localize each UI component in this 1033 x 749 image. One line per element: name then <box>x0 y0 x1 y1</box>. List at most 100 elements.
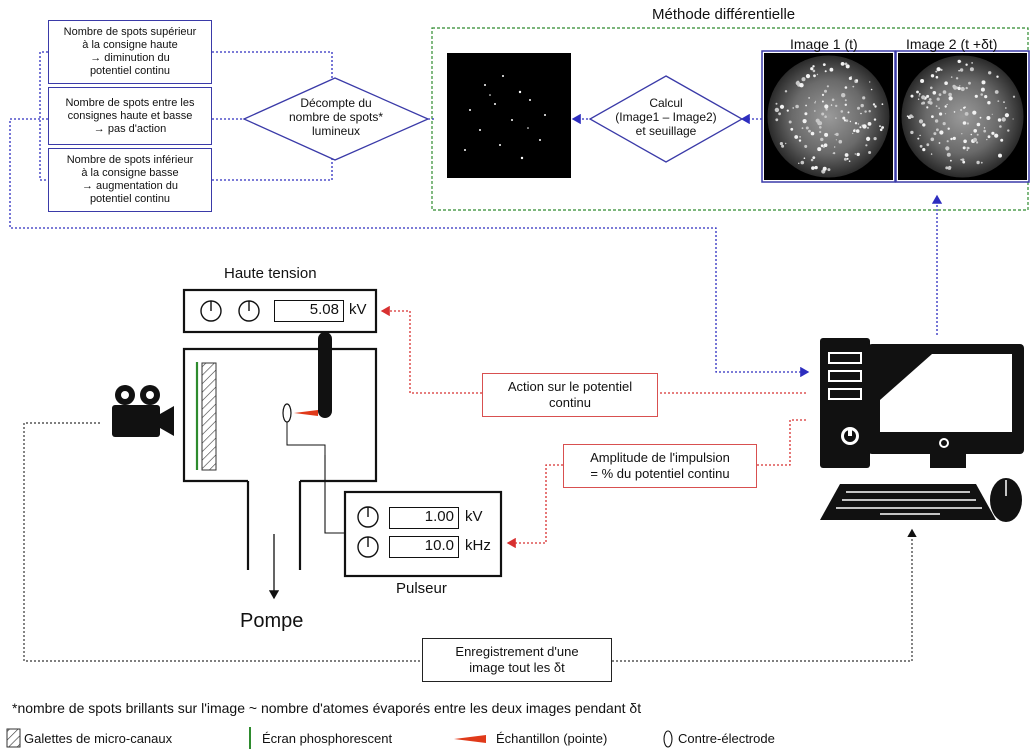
detector-spot <box>946 140 949 143</box>
detector-spot <box>801 127 804 130</box>
detector-spot <box>944 105 947 108</box>
detector-spot <box>810 158 814 162</box>
detector-spot <box>811 166 815 170</box>
camera-icon <box>112 385 174 437</box>
calc-diamond <box>588 75 744 163</box>
detector-spot <box>775 102 778 105</box>
detector-spot <box>1004 107 1007 109</box>
detector-spot <box>920 79 925 83</box>
detector-spot <box>819 130 822 134</box>
detector-spot <box>1007 129 1010 132</box>
detector-spot <box>906 115 909 117</box>
detector-spot <box>921 95 926 100</box>
detector-spot <box>820 137 824 142</box>
sample-tip <box>294 410 318 416</box>
detector-spot <box>798 139 802 142</box>
image1-spots <box>774 62 884 174</box>
detector-spot <box>911 115 914 119</box>
pulser-frequency-unit: kHz <box>465 537 491 554</box>
detector-spot <box>936 67 941 72</box>
detector-spot <box>991 113 993 115</box>
detector-spot <box>942 90 947 94</box>
detector-spot <box>865 144 868 147</box>
record-box: Enregistrement d'une image tout les δt <box>422 638 612 682</box>
detector-spot <box>848 76 853 80</box>
vacuum-chamber <box>182 347 378 570</box>
pulser-frequency-display: 10.0 <box>389 536 459 558</box>
detector-spot <box>785 142 787 145</box>
detector-spot <box>794 135 799 139</box>
record-line1: Enregistrement d'une <box>455 644 579 659</box>
detector-spot <box>997 118 1002 122</box>
detector-spot <box>808 97 810 99</box>
detector-spot <box>1000 138 1004 142</box>
detector-spot <box>986 138 988 141</box>
detector-spot <box>862 124 867 129</box>
detector-spot <box>1001 117 1006 122</box>
count-line2: nombre de spots* <box>288 110 384 124</box>
detector-spot <box>999 125 1002 128</box>
calc-diamond-text: Calcul (Image1 – Image2) et seuillage <box>604 96 728 138</box>
detector-spot <box>994 133 999 138</box>
detector-spot <box>950 159 952 162</box>
pulser-amplitude-display: 1.00 <box>389 507 459 529</box>
detector-spot <box>835 132 839 136</box>
detector-spot <box>948 96 953 101</box>
detector-spot <box>862 96 866 100</box>
detector-spot <box>973 129 977 133</box>
detector-spot <box>854 122 858 125</box>
detector-spot <box>938 107 940 109</box>
detector-spot <box>844 103 847 107</box>
detector-spot <box>961 133 963 135</box>
detector-spot <box>917 137 920 140</box>
detector-spot <box>810 67 814 71</box>
image1-detector <box>767 55 890 178</box>
detector-spot <box>938 93 942 96</box>
detector-spot <box>948 92 952 97</box>
detector-spot <box>952 136 956 140</box>
detector-spot <box>795 104 799 109</box>
detector-spot <box>830 104 833 106</box>
detector-spot <box>824 89 827 93</box>
detector-spot <box>944 81 948 85</box>
detector-spot <box>779 142 784 146</box>
detector-spot <box>930 137 935 142</box>
rule-high-line2: à la consigne haute <box>82 39 178 51</box>
detector-spot <box>980 93 983 96</box>
hv-rod <box>318 332 332 418</box>
rule-connectors <box>9 51 943 378</box>
detector-spot <box>986 116 991 120</box>
detector-spot <box>786 109 789 112</box>
detector-spot <box>784 90 788 93</box>
detector-spot <box>976 122 981 127</box>
detector-spot <box>840 62 845 66</box>
detector-spot <box>921 102 924 105</box>
threshold-spots <box>464 75 546 160</box>
detector-spot <box>976 141 979 144</box>
detector-spot <box>1012 118 1014 120</box>
detector-spot <box>996 75 999 78</box>
detector-spot <box>846 157 849 160</box>
red-connectors <box>380 305 806 549</box>
detector-spot <box>966 122 970 125</box>
detector-spot <box>922 148 926 152</box>
detector-spot <box>857 123 860 125</box>
legend-mcp-icon <box>6 728 21 748</box>
detector-spot <box>848 160 851 162</box>
detector-spot <box>814 101 816 104</box>
detector-spot <box>852 85 855 88</box>
detector-spot <box>965 86 968 90</box>
detector-spot <box>926 106 929 109</box>
detector-spot <box>935 105 938 108</box>
detector-spot <box>819 126 822 129</box>
pulser-link <box>324 455 345 534</box>
detector-spot <box>930 86 933 90</box>
detector-spot <box>804 144 808 148</box>
rule-mid-line3: → pas d'action <box>93 122 167 135</box>
pulser-amplitude-unit: kV <box>465 508 483 525</box>
detector-spot <box>812 156 816 160</box>
detector-spot <box>808 129 811 133</box>
detector-spot <box>991 131 995 135</box>
legend-sample-icon <box>454 735 486 743</box>
detector-spot <box>972 110 977 115</box>
